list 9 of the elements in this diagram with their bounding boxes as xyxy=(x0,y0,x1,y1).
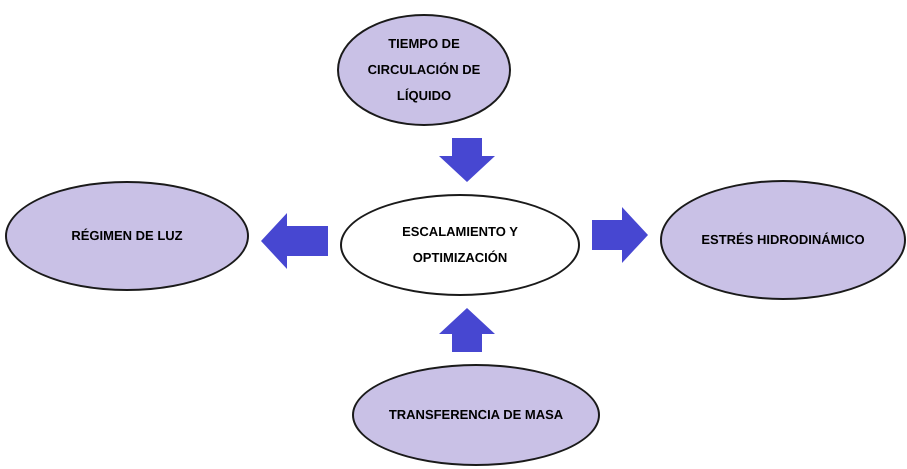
block-arrow xyxy=(592,207,648,263)
block-arrow xyxy=(261,213,328,269)
node-label: RÉGIMEN DE LUZ xyxy=(71,227,183,245)
node-label: TRANSFERENCIA DE MASA xyxy=(388,406,564,424)
block-arrow xyxy=(439,138,495,182)
node-label: ESTRÉS HIDRODINÁMICO xyxy=(701,231,865,249)
node-label: TIEMPO DE CIRCULACIÓN DE LÍQUIDO xyxy=(366,35,482,105)
block-arrow xyxy=(439,308,495,352)
node-label: ESCALAMIENTO Y OPTIMIZACIÓN xyxy=(401,223,519,267)
